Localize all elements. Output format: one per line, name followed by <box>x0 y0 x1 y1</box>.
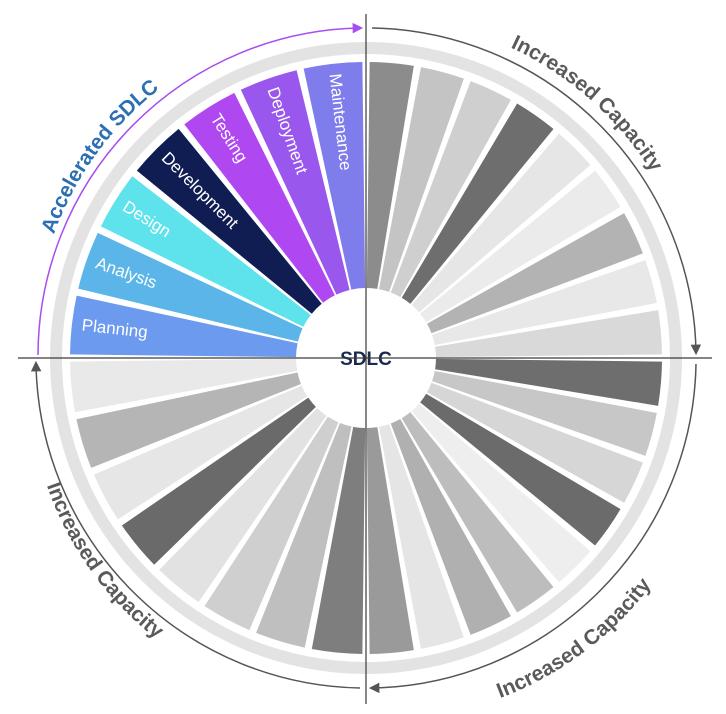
gray-segment-top-right <box>432 260 657 346</box>
gray-segment-bottom-right <box>378 424 464 649</box>
capacity-arrow-bottom-left <box>30 360 361 689</box>
gray-segment-top-right <box>366 62 414 289</box>
gray-segment-top-right <box>390 81 511 297</box>
gray-segment-bottom-right <box>427 382 643 503</box>
phase-segment-design <box>100 176 311 327</box>
gray-segment-bottom-left <box>70 358 298 413</box>
gray-segment-top-right <box>427 213 643 334</box>
gray-segment-bottom-left <box>204 416 339 631</box>
gray-segment-top-right <box>435 310 662 358</box>
accelerated-arrow <box>37 22 364 356</box>
gray-segment-bottom-right <box>411 403 591 583</box>
gray-segment-bottom-right <box>435 358 662 406</box>
gray-segment-bottom-right <box>366 427 414 654</box>
phase-segment-testing <box>184 92 335 303</box>
gray-segment-top-right <box>378 67 464 292</box>
gray-segment-bottom-right <box>390 419 511 635</box>
gray-segment-bottom-left <box>121 397 316 565</box>
gray-segment-bottom-right <box>420 393 621 546</box>
phase-segment-planning <box>70 295 298 358</box>
gray-segment-bottom-left <box>159 408 327 603</box>
gray-segment-top-right <box>411 133 591 313</box>
gray-segment-bottom-left <box>311 426 366 654</box>
gray-segment-bottom-right <box>401 412 554 613</box>
phase-segment-analysis <box>78 232 303 342</box>
wheel-segments <box>70 62 662 654</box>
gray-segment-bottom-left <box>93 385 308 520</box>
gray-segment-top-right <box>420 170 621 323</box>
gray-segment-top-right <box>401 103 554 304</box>
gray-segment-bottom-left <box>256 422 352 648</box>
gray-segment-bottom-left <box>76 372 302 468</box>
phase-segment-deployment <box>240 70 350 295</box>
gray-segment-bottom-right <box>432 370 657 456</box>
capacity-arrow-top-right <box>371 27 702 356</box>
capacity-arrow-bottom-right <box>368 363 697 694</box>
phase-segment-development <box>136 128 322 314</box>
phase-segment-maintenance <box>303 62 366 290</box>
